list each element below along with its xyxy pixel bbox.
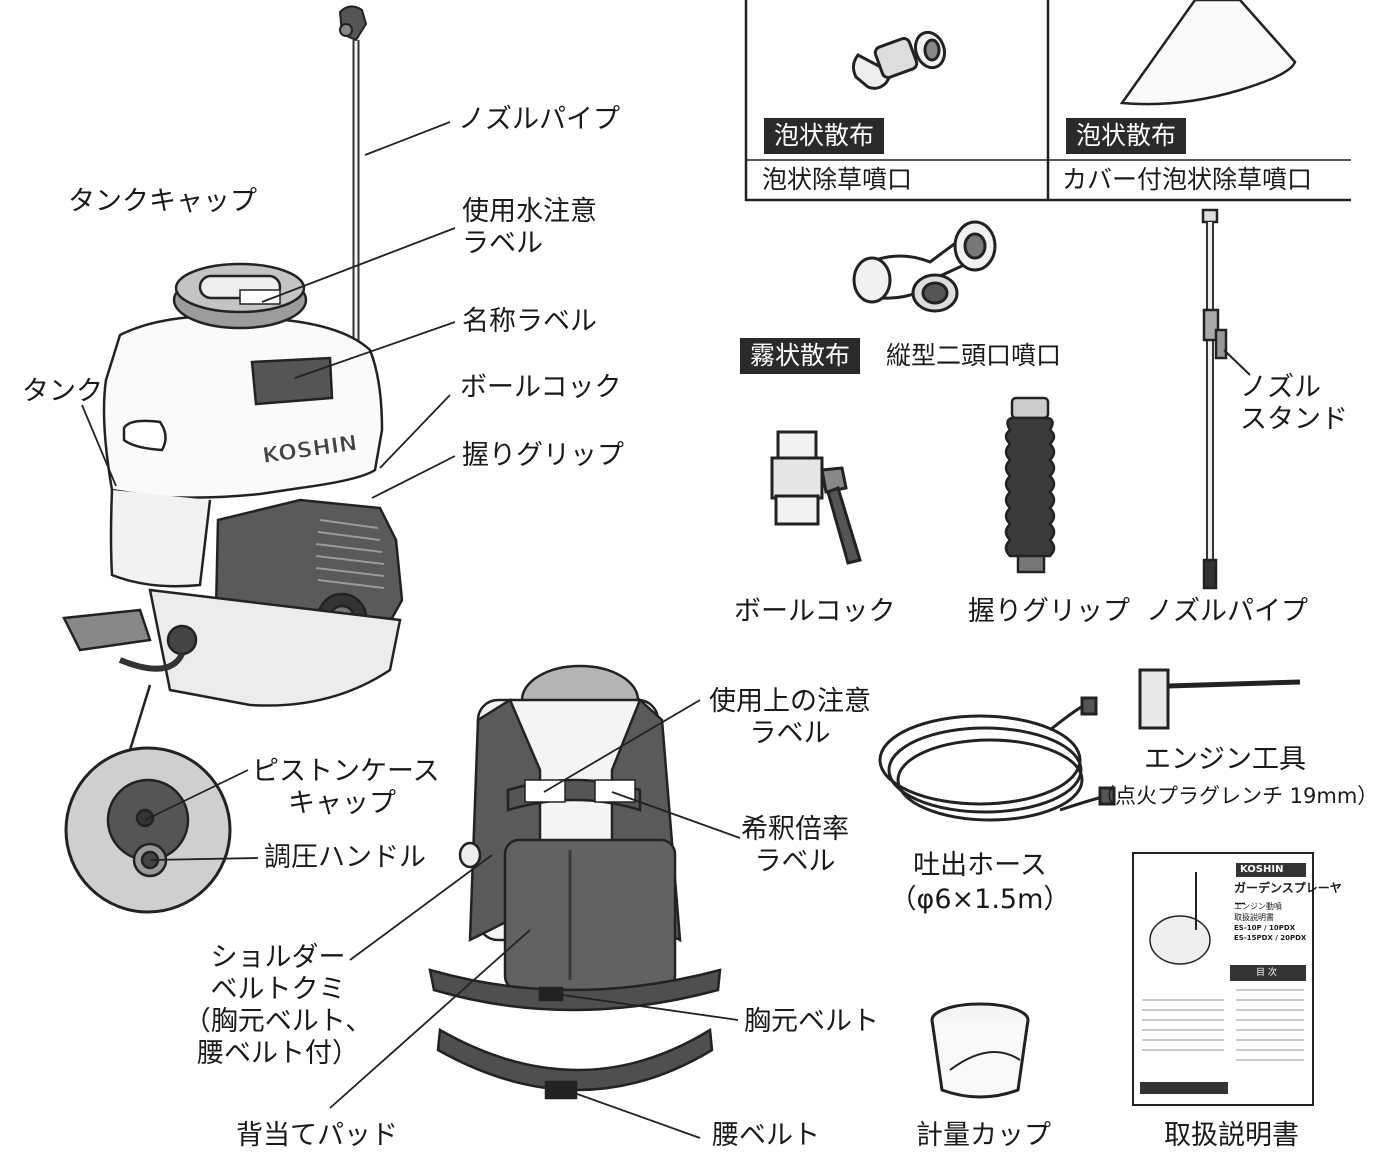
grip-callout: 握りグリップ bbox=[462, 440, 624, 471]
hose-label: 吐出ホース bbox=[913, 850, 1047, 881]
covered-foam-nozzle-image bbox=[1119, 0, 1297, 106]
sprayer-machine-image: KOSHIN bbox=[62, 5, 404, 707]
shoulder-belt-label-2: ベルトクミ bbox=[210, 974, 346, 1005]
manual-cover-model1: ES-10P / 10PDX bbox=[1234, 924, 1296, 932]
piston-cap-label-1: ピストンケース bbox=[252, 756, 440, 787]
usage-caution-label-2: ラベル bbox=[749, 718, 831, 749]
manual-cover-title: ガーデンスプレーヤー bbox=[1234, 881, 1342, 911]
nozzle-stand-label-1: ノズル bbox=[1240, 372, 1321, 403]
nozzle-pipe-callout: ノズルパイプ bbox=[458, 104, 620, 135]
engine-tool-image bbox=[1138, 668, 1301, 730]
foam-weeding-nozzle-image bbox=[851, 30, 947, 90]
manual-label: 取扱説明書 bbox=[1164, 1120, 1299, 1151]
pressure-handle-label: 調圧ハンドル bbox=[264, 842, 426, 873]
ball-cock-part-label: ボールコック bbox=[734, 596, 896, 627]
ball-cock-callout: ボールコック bbox=[460, 372, 622, 403]
discharge-hose-image bbox=[878, 696, 1116, 822]
foam-badge-left: 泡状散布 bbox=[764, 118, 885, 154]
shoulder-belt-label-3: （胸元ベルト、 bbox=[183, 1006, 373, 1037]
water-caution-label-1: 使用水注意 bbox=[462, 196, 597, 227]
manual-image bbox=[1132, 852, 1314, 1106]
nozzle-stand-label-2: スタンド bbox=[1240, 404, 1348, 435]
shoulder-belt-label-4: 腰ベルト付） bbox=[197, 1038, 359, 1069]
manual-cover-brand: KOSHIN bbox=[1240, 864, 1284, 875]
shoulder-belt-label-1: ショルダー bbox=[210, 942, 346, 973]
dilution-label-2: ラベル bbox=[754, 846, 836, 877]
mist-badge: 霧状散布 bbox=[740, 338, 861, 374]
engine-tool-label: エンジン工具 bbox=[1144, 744, 1306, 775]
tank-cap-label: タンクキャップ bbox=[68, 186, 257, 217]
manual-cover-toc: 目 次 bbox=[1256, 968, 1277, 978]
tank-label: タンク bbox=[22, 376, 103, 407]
inset-detail-image bbox=[64, 684, 232, 914]
usage-caution-label-1: 使用上の注意 bbox=[709, 686, 871, 717]
foam-badge-right: 泡状散布 bbox=[1066, 118, 1187, 154]
measuring-cup-image bbox=[930, 1002, 1030, 1099]
measuring-cup-label: 計量カップ bbox=[916, 1120, 1051, 1151]
harness-image bbox=[428, 664, 722, 1100]
ball-cock-image bbox=[770, 430, 862, 565]
nozzle-pipe-image bbox=[1201, 208, 1251, 590]
back-pad-label: 背当てパッド bbox=[236, 1120, 398, 1151]
foam-nozzle-box bbox=[744, 0, 1351, 202]
piston-cap-label-2: キャップ bbox=[288, 788, 396, 819]
name-label-callout: 名称ラベル bbox=[462, 306, 597, 337]
covered-foam-nozzle-label: カバー付泡状除草噴口 bbox=[1062, 165, 1313, 194]
foam-weeding-nozzle-label: 泡状除草噴口 bbox=[762, 165, 913, 194]
water-caution-label-2: ラベル bbox=[462, 228, 543, 259]
twin-head-nozzle-label: 縦型二頭口噴口 bbox=[886, 341, 1062, 370]
engine-tool-sublabel: （点火プラグレンチ 19mm） bbox=[1094, 784, 1378, 808]
manual-cover-model2: ES-15PDX / 20PDX bbox=[1234, 934, 1307, 942]
chest-belt-label: 胸元ベルト bbox=[744, 1006, 879, 1037]
grip-part-label: 握りグリップ bbox=[968, 596, 1130, 627]
grip-image bbox=[1004, 396, 1056, 574]
hose-sublabel: （φ6×1.5m） bbox=[889, 884, 1071, 915]
twin-head-nozzle-image bbox=[852, 220, 997, 313]
waist-belt-label: 腰ベルト bbox=[712, 1120, 820, 1151]
manual-cover-sub1: エンジン動噴 bbox=[1234, 902, 1282, 911]
dilution-label-1: 希釈倍率 bbox=[741, 814, 849, 845]
manual-cover-sub2: 取扱説明書 bbox=[1234, 913, 1274, 922]
nozzle-pipe-part-label: ノズルパイプ bbox=[1146, 596, 1308, 627]
leader-lines bbox=[81, 121, 741, 1139]
